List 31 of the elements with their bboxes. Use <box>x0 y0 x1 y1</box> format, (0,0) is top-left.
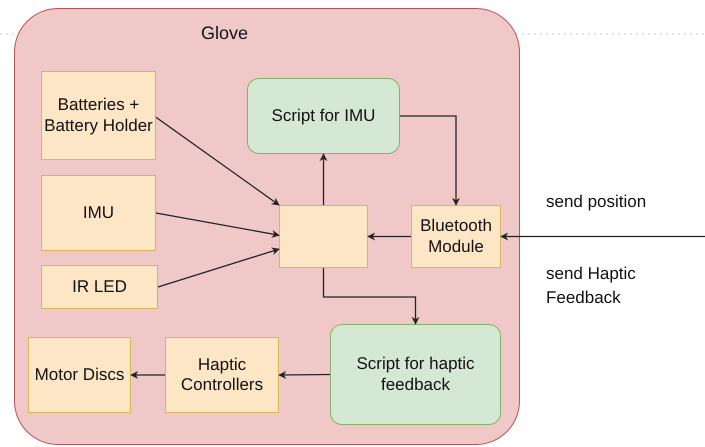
box-label: Script for IMU <box>270 106 376 126</box>
component-box <box>41 175 156 251</box>
arrow <box>322 268 420 325</box>
box-label: Bluetooth Module <box>419 216 493 257</box>
flow-label: send Haptic Feedback <box>546 263 637 309</box>
arrow <box>320 153 328 205</box>
box-shape <box>279 205 368 268</box>
component-box <box>41 265 158 309</box>
box-label: Batteries + Battery Holder <box>43 95 154 136</box>
box-label: IMU <box>82 202 116 224</box>
arrow <box>278 370 330 379</box>
component-box <box>411 205 501 268</box>
arrow <box>400 115 460 206</box>
container-box <box>14 8 520 445</box>
arrow <box>500 232 705 240</box>
process-box <box>247 78 400 154</box>
component-box <box>41 71 156 160</box>
arrow <box>158 247 280 288</box>
box-label: IR LED <box>71 276 128 298</box>
box-label: Haptic Controllers <box>180 354 264 396</box>
process-box <box>330 324 501 425</box>
component-box <box>28 337 131 413</box>
arrow <box>130 371 165 379</box>
box-label: Script for haptic feedback <box>355 354 476 395</box>
container-title: Glove <box>201 23 248 45</box>
arrow <box>367 232 411 240</box>
component-box <box>165 337 279 413</box>
flow-label: send position <box>546 191 648 213</box>
box-label: Motor Discs <box>34 364 126 386</box>
arrow <box>156 116 280 206</box>
arrow <box>156 212 280 238</box>
